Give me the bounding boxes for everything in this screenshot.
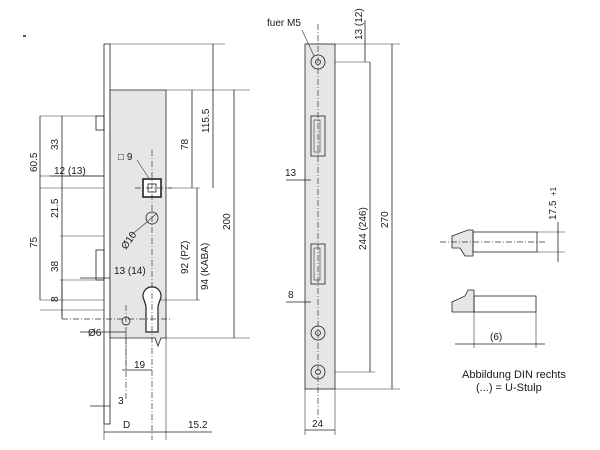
label-12-13: 12 (13): [54, 166, 86, 177]
forend-face: [304, 43, 336, 390]
label-94-kaba: 94 (KABA): [200, 243, 211, 290]
side-view: fuer M5 13 (12) 13 244 (246) 270 8 24: [267, 8, 400, 435]
label-plus1: +1: [549, 186, 558, 196]
label-33: 33: [50, 138, 61, 150]
label-60-5: 60.5: [29, 152, 40, 172]
label-270: 270: [380, 211, 391, 228]
label-13: 13: [285, 168, 297, 179]
label-8b: 8: [288, 290, 294, 301]
label-15-2: 15.2: [188, 420, 208, 431]
label-78: 78: [180, 138, 191, 150]
label-13-14: 13 (14): [114, 266, 146, 277]
label-21-5: 21.5: [50, 198, 61, 218]
bolt-section: [451, 289, 475, 313]
label-17-5: 17.5: [548, 200, 559, 220]
label-19: 19: [134, 360, 146, 371]
label-38: 38: [50, 260, 61, 272]
label-244-246: 244 (246): [358, 207, 369, 250]
caption-line1: Abbildung DIN rechts: [462, 369, 566, 381]
section-details: 17.5 +1 (6) Abbildung DIN rechts (...) =…: [440, 186, 566, 394]
label-d: D: [123, 420, 130, 431]
caption-line2: (...) = U-Stulp: [476, 382, 542, 394]
label-sq9: □ 9: [118, 152, 133, 163]
label-92-pz: 92 (PZ): [180, 241, 191, 274]
label-o6: Ø6: [88, 328, 102, 339]
front-view: □ 9 12 (13) 33 60.5 21.5 75 38 8 Ø10 13 …: [29, 43, 250, 440]
label-75: 75: [29, 236, 40, 248]
label-8a: 8: [50, 296, 61, 302]
latch-stub: [95, 115, 105, 131]
label-fuer-m5: fuer M5: [267, 18, 301, 29]
label-200: 200: [222, 213, 233, 230]
label-13-12: 13 (12): [354, 8, 365, 40]
label-115-5: 115.5: [201, 108, 212, 133]
marker-dot: [23, 35, 26, 37]
forend-strip: [103, 43, 111, 425]
label-24: 24: [312, 419, 324, 430]
label-6: (6): [490, 332, 502, 343]
latch-section: [451, 229, 474, 257]
bolt-stub: [95, 249, 105, 281]
label-3: 3: [118, 396, 124, 407]
